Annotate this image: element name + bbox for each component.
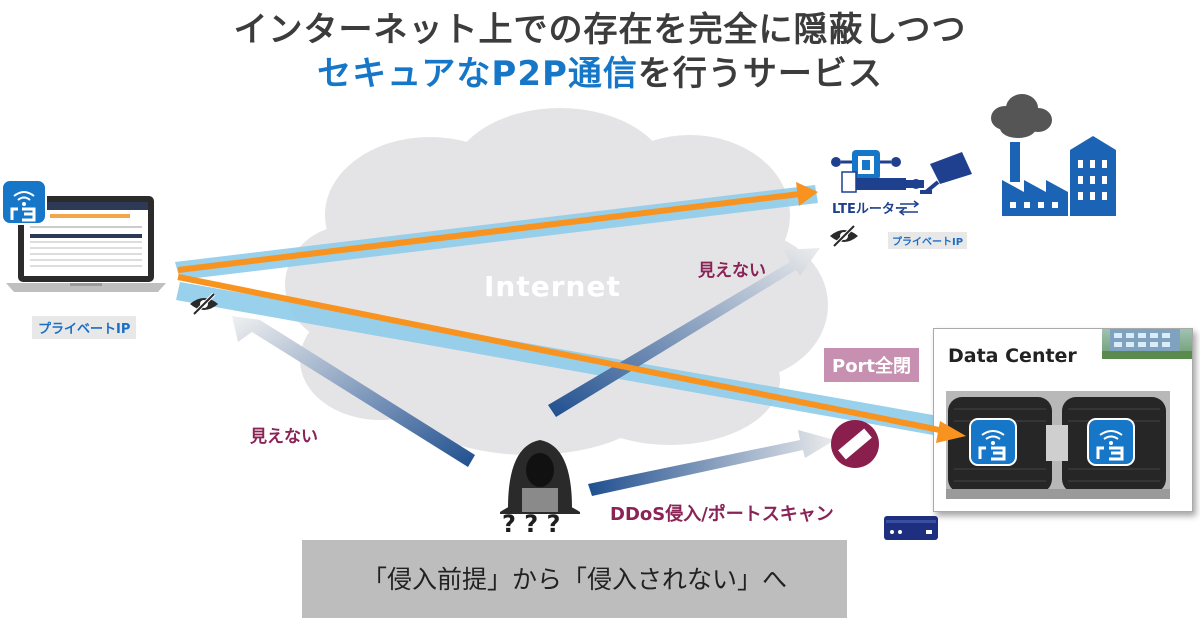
laptop-icon xyxy=(6,196,166,292)
bottom-message-box xyxy=(302,540,847,618)
lte-router-label: LTEルーター xyxy=(832,202,908,217)
building-icon xyxy=(1102,329,1192,359)
eye-slash-icon xyxy=(190,292,218,316)
p2p-path-upper xyxy=(177,182,818,273)
bottom-message: 「侵入前提」から「侵入されない」へ xyxy=(361,565,787,594)
attacker-arrow-left xyxy=(232,316,475,467)
data-center-box: Data Center xyxy=(933,328,1193,512)
ddos-label: DDoS侵入/ポートスキャン xyxy=(610,504,834,525)
no-entry-icon xyxy=(831,420,879,468)
factory-icon xyxy=(991,94,1116,216)
r3-logo-icon xyxy=(969,418,1017,466)
attacker-arrow-right xyxy=(588,430,835,496)
data-center-graphics xyxy=(946,329,1192,499)
title-rest: を行うサービス xyxy=(637,54,883,94)
data-center-title: Data Center xyxy=(948,345,1077,367)
hacker-icon xyxy=(500,440,580,514)
private-ip-label-left: プライベートIP xyxy=(32,316,137,339)
internet-label: Internet xyxy=(484,270,621,303)
invisible-label-left: 見えない xyxy=(250,427,318,447)
lte-router-icon xyxy=(831,150,924,193)
title-highlight: セキュアなP2P通信 xyxy=(317,54,638,94)
title-line-1: インターネット上での存在を完全に隠蔽しつつ xyxy=(233,10,967,50)
sync-arrows-icon xyxy=(898,200,920,216)
camera-icon xyxy=(920,152,972,194)
r3-logo-icon xyxy=(1,179,47,225)
port-closed-badge: Port全閉 xyxy=(824,348,920,382)
invisible-label-right: 見えない xyxy=(698,261,766,281)
question-marks: ? ? ? xyxy=(502,510,561,538)
network-device-icon xyxy=(884,516,938,540)
eye-slash-icon xyxy=(830,224,858,248)
private-ip-label-right: プライベートIP xyxy=(888,232,968,249)
title-line-2: セキュアなP2P通信を行うサービス xyxy=(0,46,1200,95)
r3-logo-icon xyxy=(1087,418,1135,466)
attacker-arrow-up xyxy=(548,248,820,417)
